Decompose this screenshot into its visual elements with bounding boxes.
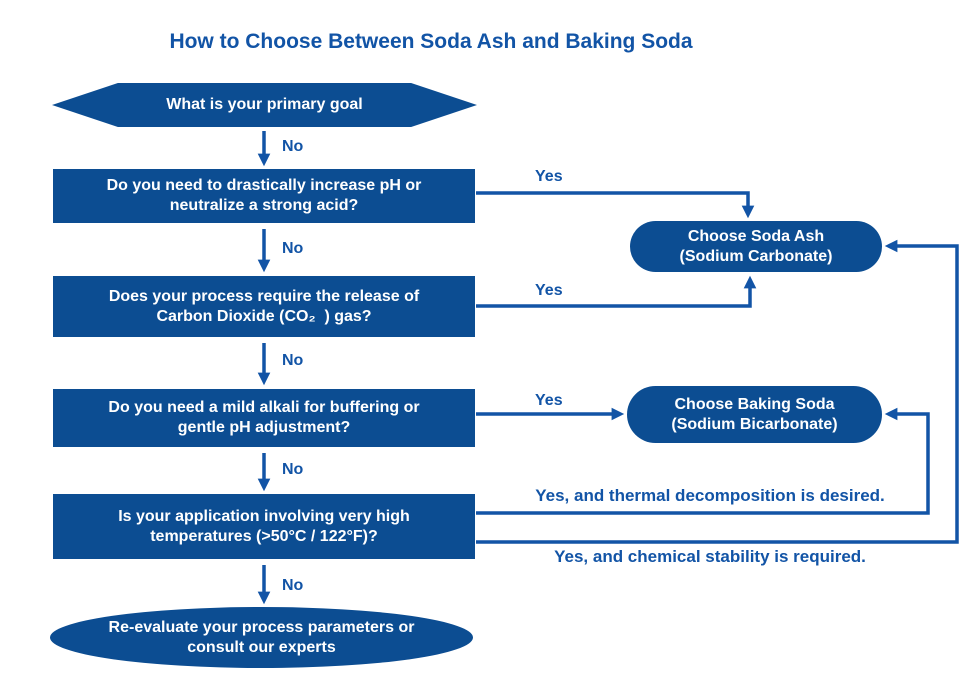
arrow-q4-stability-to-soda-ash	[476, 239, 959, 544]
result-reevaluate-line1: Re-evaluate your process parameters or	[108, 618, 415, 636]
question-increase-ph-line1: Do you need to drastically increase pH o…	[106, 177, 422, 194]
page-title: How to Choose Between Soda Ash and Bakin…	[169, 30, 693, 53]
question-co2-release-line1: Does your process require the release of	[108, 287, 420, 305]
edge-label-no-3: No	[282, 352, 304, 369]
result-soda-ash-line1: Choose Soda Ash	[687, 227, 825, 245]
result-baking-soda-line1: Choose Baking Soda	[674, 395, 835, 413]
node-start-goal: What is your primary goal	[52, 83, 477, 127]
question-high-temperature-line1: Is your application involving very high	[118, 507, 410, 525]
question-high-temperature-line2: temperatures (>50°C / 122°F)?	[150, 527, 378, 545]
edge-label-chemical-stability: Yes, and chemical stability is required.	[554, 547, 866, 566]
arrow-q4-thermal-to-baking-soda	[476, 407, 930, 515]
node-result-baking-soda: Choose Baking Soda (Sodium Bicarbonate)	[627, 386, 882, 443]
node-question-increase-ph: Do you need to drastically increase pH o…	[53, 169, 475, 223]
edge-label-no-5: No	[282, 577, 304, 594]
node-question-co2-release: Does your process require the release of…	[53, 276, 475, 337]
arrow-q1-yes-to-soda-ash	[476, 191, 755, 219]
edge-label-yes-1: Yes	[535, 168, 563, 185]
node-result-soda-ash: Choose Soda Ash (Sodium Carbonate)	[630, 221, 882, 272]
question-mild-alkali-line1: Do you need a mild alkali for buffering …	[108, 399, 420, 416]
question-co2-release-line2: Carbon Dioxide (CO₂ ) gas?	[156, 307, 372, 325]
question-increase-ph-line2: neutralize a strong acid?	[169, 197, 359, 214]
result-soda-ash-line2: (Sodium Carbonate)	[679, 247, 833, 265]
edge-label-no-1: No	[282, 138, 304, 155]
edge-label-thermal-decomposition: Yes, and thermal decomposition is desire…	[535, 486, 885, 505]
node-question-mild-alkali: Do you need a mild alkali for buffering …	[53, 389, 475, 447]
edge-label-no-4: No	[282, 461, 304, 478]
arrow-q2-yes-to-soda-ash	[476, 275, 757, 308]
node-start-goal-text: What is your primary goal	[166, 96, 363, 113]
edge-label-yes-2: Yes	[535, 282, 563, 299]
edge-label-yes-3: Yes	[535, 392, 563, 409]
question-mild-alkali-line2: gentle pH adjustment?	[177, 419, 351, 436]
edge-label-no-2: No	[282, 240, 304, 257]
result-reevaluate-line2: consult our experts	[187, 638, 336, 656]
node-result-reevaluate: Re-evaluate your process parameters or c…	[50, 607, 473, 668]
node-question-high-temperature: Is your application involving very high …	[53, 494, 475, 559]
result-baking-soda-line2: (Sodium Bicarbonate)	[671, 415, 838, 433]
